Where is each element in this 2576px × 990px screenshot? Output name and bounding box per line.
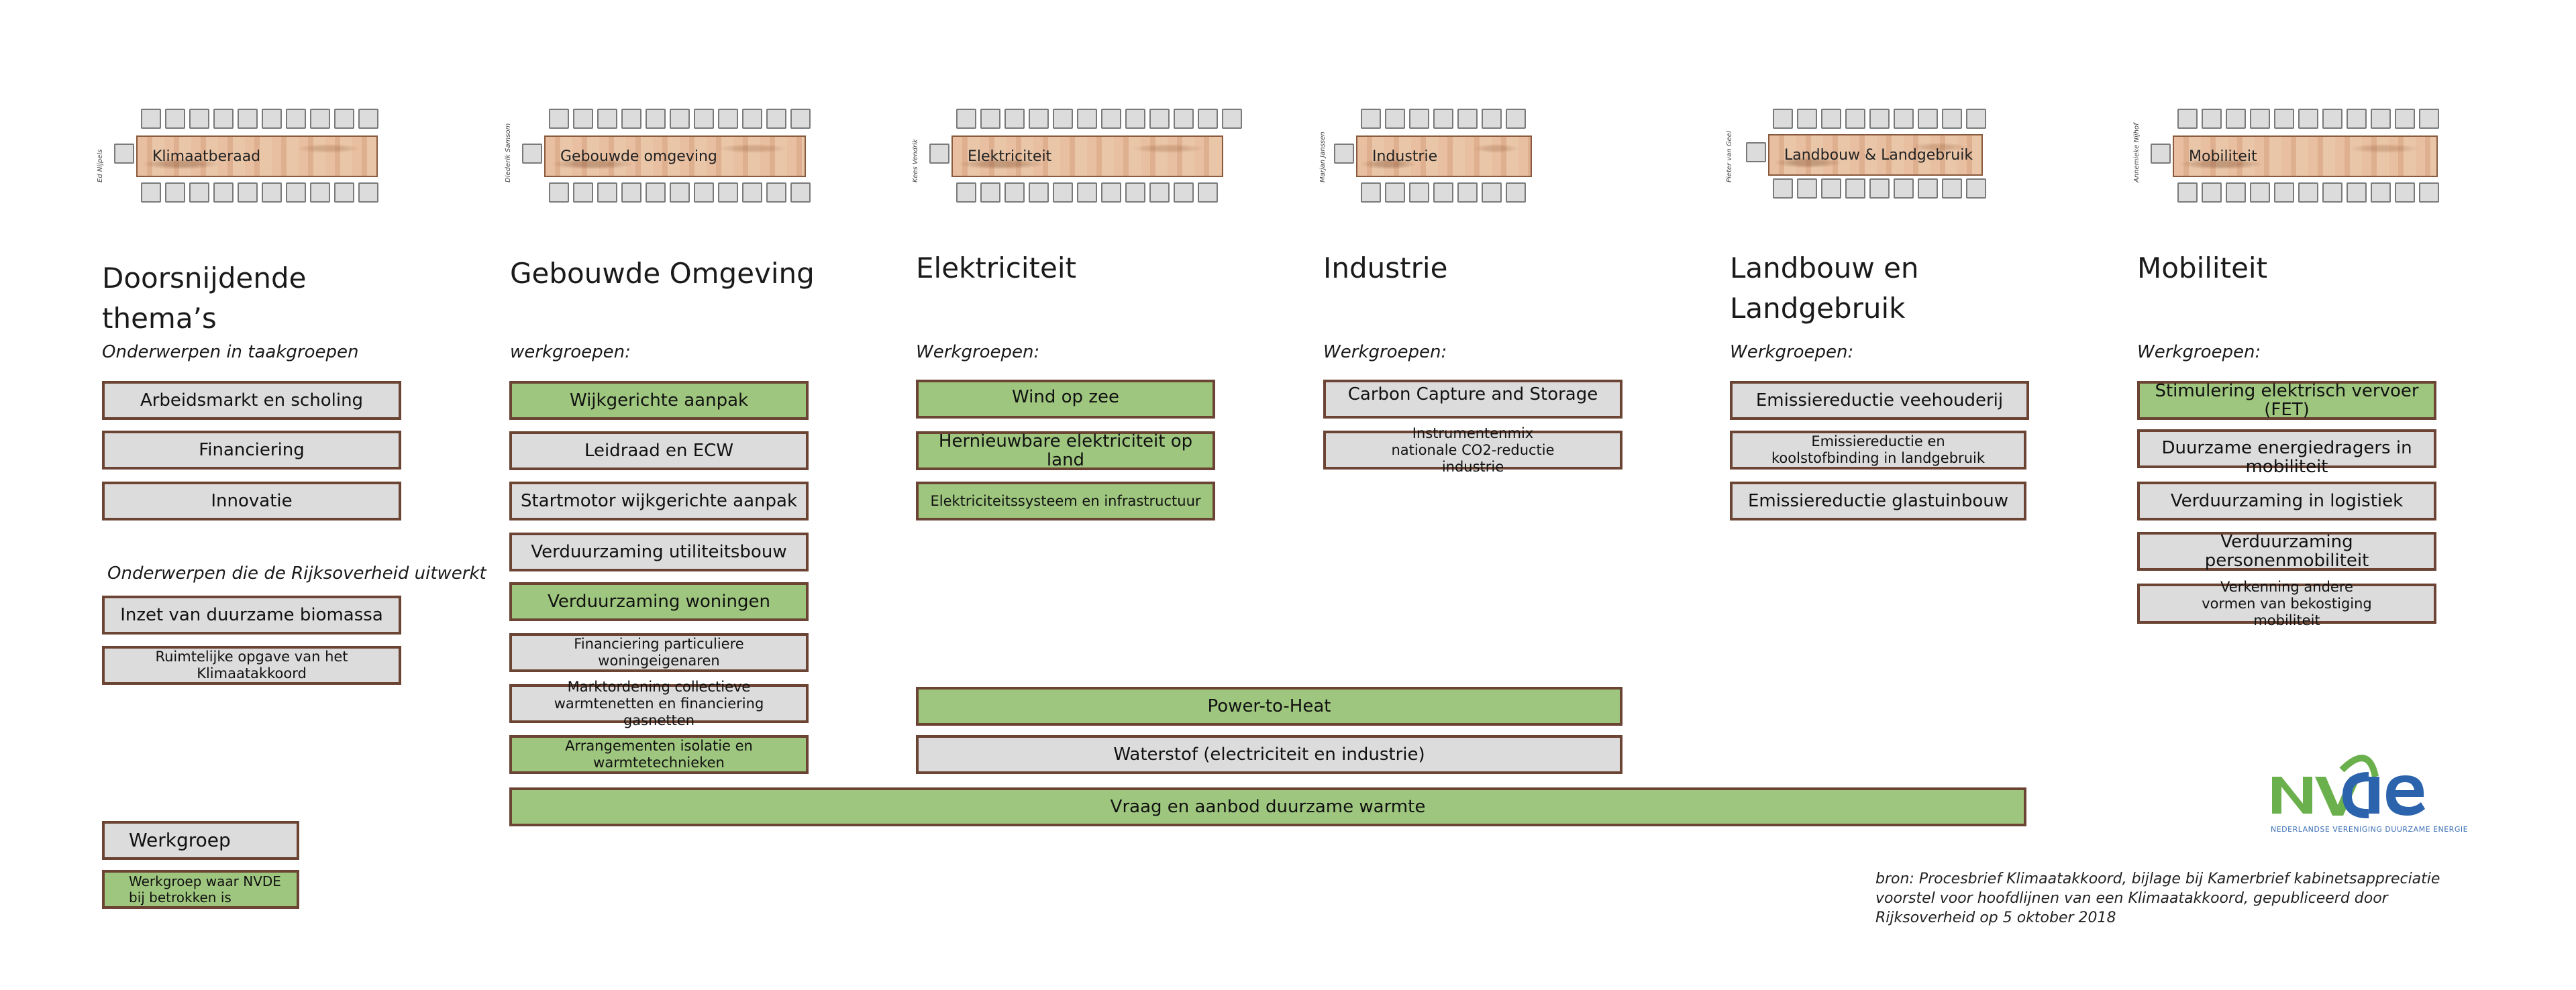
box-koolstofbinding: Emissiereductie en koolstofbinding in la…: [1730, 431, 2026, 470]
chairman-name: Kees Vendrik: [912, 139, 919, 182]
table-label: Gebouwde omgeving: [544, 135, 806, 177]
chairs-top: [141, 109, 378, 129]
subtitle-werkgroepen: Werkgroepen:: [1730, 342, 1854, 362]
box-instrumentenmix: Instrumentenmix nationale CO2-reductie i…: [1323, 425, 1622, 475]
title-landbouw: Landbouw en Landgebruik: [1730, 252, 1919, 325]
subtitle-werkgroepen: werkgroepen:: [510, 342, 631, 362]
table-klimaatberaad: Ed Nijpels Klimaatberaad: [97, 109, 416, 213]
legend-nvde: Werkgroep waar NVDE bij betrokken is: [102, 870, 299, 909]
box-leidraad: Leidraad en ECW: [509, 431, 809, 470]
subtitle-taakgroepen: Onderwerpen in taakgroepen: [102, 342, 359, 362]
box-financiering-particulier: Financiering particuliere woningeigenare…: [509, 633, 809, 672]
chairman-name: Diederik Samsom: [505, 123, 512, 182]
box-marktordening: Marktordening collectieve warmtenetten e…: [509, 679, 809, 728]
box-arrangementen: Arrangementen isolatie en warmtetechniek…: [509, 735, 809, 774]
box-duurzame-warmte: Vraag en aanbod duurzame warmte: [509, 787, 2026, 826]
table-label: Landbouw & Landgebruik: [1768, 134, 1983, 176]
chairman-name: Annemieke Nijhof: [2133, 123, 2141, 182]
chairman-name: Ed Nijpels: [97, 149, 104, 182]
box-ruimtelijke-opgave: Ruimtelijke opgave van het Klimaatakkoor…: [102, 646, 401, 685]
box-elektriciteitssysteem: Elektriciteitssysteem en infrastructuur: [916, 482, 1215, 520]
box-logistiek: Verduurzaming in logistiek: [2137, 482, 2436, 520]
nvde-logo: NEDERLANDSE VERENIGING DUURZAME ENERGIE: [2268, 750, 2468, 837]
nvde-logo-mark: [2272, 755, 2425, 818]
table-gebouwde-omgeving: Diederik Samsom Gebouwde omgeving: [505, 109, 824, 213]
box-wind-op-zee: Wind op zee: [916, 380, 1215, 419]
table-industrie: Marjan Janssen Industrie: [1319, 109, 1639, 213]
box-biomassa: Inzet van duurzame biomassa: [102, 596, 401, 635]
subtitle-rijksoverheid: Onderwerpen die de Rijksoverheid uitwerk…: [107, 563, 486, 584]
box-waterstof: Waterstof (electriciteit en industrie): [916, 735, 1622, 774]
box-hernieuwbaar-land: Hernieuwbare elektriciteit op land: [916, 431, 1215, 470]
box-woningen: Verduurzaming woningen: [509, 582, 809, 621]
box-bekostiging: Verkenning andere vormen van bekostiging…: [2137, 579, 2436, 628]
box-utiliteitsbouw: Verduurzaming utiliteitsbouw: [509, 533, 809, 571]
box-startmotor: Startmotor wijkgerichte aanpak: [509, 482, 809, 520]
box-personenmobiliteit: Verduurzaming personenmobiliteit: [2137, 532, 2436, 571]
table-label: Industrie: [1356, 135, 1532, 177]
table-elektriciteit: Kees Vendrik Elektriciteit: [912, 109, 1242, 213]
chairman-name: Marjan Janssen: [1319, 131, 1327, 182]
source-note: bron: Procesbrief Klimaatakkoord, bijlag…: [1875, 871, 2440, 926]
subtitle-werkgroepen: Werkgroepen:: [1323, 342, 1447, 362]
title-gebouwde-omgeving: Gebouwde Omgeving: [510, 257, 815, 290]
box-veehouderij: Emissiereductie veehouderij: [1730, 381, 2029, 420]
box-elektrisch-vervoer: Stimulering elektrisch vervoer (FET): [2137, 381, 2436, 420]
subtitle-werkgroepen: Werkgroepen:: [2137, 342, 2261, 362]
box-glastuinbouw: Emissiereductie glastuinbouw: [1730, 482, 2026, 520]
table-label: Mobiliteit: [2173, 135, 2438, 177]
box-energiedragers: Duurzame energiedragers in mobiliteit: [2137, 429, 2436, 476]
logo-tagline: NEDERLANDSE VERENIGING DUURZAME ENERGIE: [2271, 825, 2469, 834]
box-arbeidsmarkt: Arbeidsmarkt en scholing: [102, 381, 401, 420]
table-mobiliteit: Annemieke Nijhof Mobiliteit: [2133, 109, 2453, 213]
box-ccs: Carbon Capture and Storage: [1323, 380, 1622, 419]
subtitle-werkgroepen: Werkgroepen:: [916, 342, 1040, 362]
table-landbouw: Pieter van Geel Landbouw & Landgebruik: [1726, 109, 2045, 213]
chairman-name: Pieter van Geel: [1726, 131, 1733, 182]
chairs-bottom: [141, 182, 378, 203]
box-financiering: Financiering: [102, 431, 401, 470]
title-elektriciteit: Elektriciteit: [916, 252, 1076, 284]
table-label: Klimaatberaad: [136, 135, 378, 177]
legend-werkgroep: Werkgroep: [102, 821, 299, 860]
table-label: Elektriciteit: [951, 135, 1223, 177]
title-doorsnijdend: Doorsnijdende thema’s: [102, 262, 307, 335]
title-mobiliteit: Mobiliteit: [2137, 252, 2268, 284]
box-wijkgerichte-aanpak: Wijkgerichte aanpak: [509, 381, 809, 420]
box-power-to-heat: Power-to-Heat: [916, 687, 1622, 726]
box-innovatie: Innovatie: [102, 482, 401, 520]
title-industrie: Industrie: [1323, 252, 1448, 284]
